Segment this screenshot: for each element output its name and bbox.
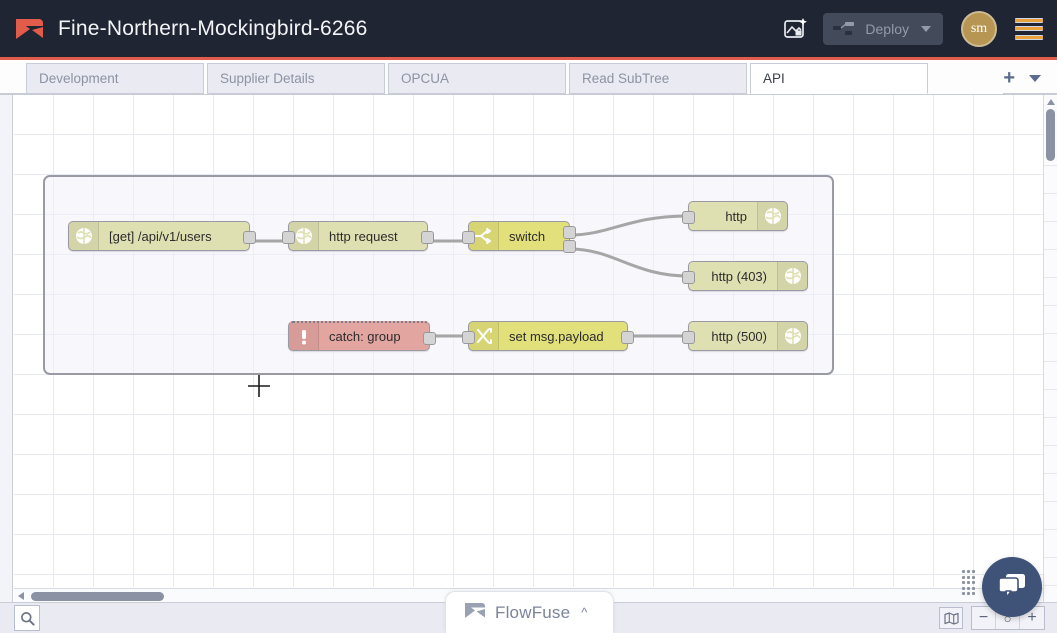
tab-read-subtree[interactable]: Read SubTree (569, 63, 747, 94)
node-input-port[interactable] (282, 231, 295, 244)
scrollbar-tick (1044, 277, 1057, 278)
node-output-port[interactable] (243, 231, 256, 244)
node-label: http request (329, 228, 398, 244)
canvas-view-controls: − ○ + (939, 606, 1057, 630)
node-output-port[interactable] (621, 331, 634, 344)
scrollbar-tick (1044, 221, 1057, 222)
scrollbar-tick (1044, 249, 1057, 250)
horizontal-scroll-thumb[interactable] (31, 592, 164, 601)
node-http-response-500[interactable]: http (500) (682, 321, 808, 351)
tab-label: Supplier Details (220, 71, 315, 86)
node-output-port[interactable] (423, 332, 436, 345)
scroll-left-arrow-icon[interactable] (18, 592, 24, 600)
header-actions: Deploy sm (775, 9, 1057, 49)
node-input-port[interactable] (682, 271, 695, 284)
tab-label: Read SubTree (582, 71, 670, 86)
tab-supplier-details[interactable]: Supplier Details (207, 63, 385, 94)
wire-switch-out1-to-http (569, 214, 689, 237)
scrollbar-tick (1044, 529, 1057, 530)
node-input-port[interactable] (462, 331, 475, 344)
node-input-port[interactable] (682, 331, 695, 344)
node-output-port-1[interactable] (563, 226, 576, 239)
scrollbar-tick (1044, 305, 1057, 306)
navigator-map-icon[interactable] (939, 607, 963, 629)
canvas-vertical-scrollbar[interactable] (1043, 95, 1057, 610)
node-http-response-ok[interactable]: http (682, 201, 788, 231)
tab-development[interactable]: Development (26, 63, 204, 94)
chevron-down-icon[interactable] (1029, 74, 1041, 82)
globe-icon (69, 222, 99, 250)
wire-switch-out2-to-http403 (569, 247, 689, 278)
flowfuse-panel-label: FlowFuse (495, 602, 571, 622)
flowfuse-logo-icon (464, 601, 486, 625)
avatar[interactable]: sm (961, 10, 997, 47)
scrollbar-tick (1044, 557, 1057, 558)
node-change[interactable]: set msg.payload (462, 321, 634, 351)
deploy-glyph-icon (833, 21, 855, 37)
scrollbar-tick (1044, 473, 1057, 474)
node-label: catch: group (329, 329, 401, 344)
tabbar-actions: + (1003, 63, 1057, 94)
scrollbar-tick (1044, 389, 1057, 390)
globe-icon (777, 262, 807, 290)
node-http-request[interactable]: http request (282, 221, 434, 251)
flow-tab-bar: Development Supplier Details OPCUA Read … (0, 63, 1057, 95)
chat-bubble-icon[interactable] (982, 557, 1042, 617)
node-label: set msg.payload (509, 328, 604, 344)
page-title: Fine-Northern-Mockingbird-6266 (58, 16, 368, 40)
chevron-down-icon[interactable] (921, 25, 931, 32)
flowfuse-panel-toggle[interactable]: FlowFuse ^ (445, 591, 614, 633)
node-input-port[interactable] (462, 231, 475, 244)
vertical-scroll-thumb[interactable] (1046, 109, 1055, 161)
left-rail (0, 95, 13, 610)
node-input-port[interactable] (682, 211, 695, 224)
scrollbar-tick (1044, 165, 1057, 166)
app-header: Fine-Northern-Mockingbird-6266 (0, 0, 1057, 60)
node-switch[interactable]: switch (462, 221, 576, 253)
image-sparkle-icon[interactable] (775, 9, 815, 49)
alert-icon (289, 323, 319, 350)
scrollbar-tick (1044, 417, 1057, 418)
scrollbar-tick (1044, 333, 1057, 334)
scroll-up-arrow-icon[interactable] (1047, 99, 1055, 105)
globe-icon (777, 322, 807, 350)
globe-icon (757, 202, 787, 230)
scrollbar-tick (1044, 501, 1057, 502)
dot-grid-handle-icon[interactable] (962, 570, 975, 596)
hamburger-menu-icon[interactable] (1015, 17, 1043, 40)
tab-opcua[interactable]: OPCUA (388, 63, 566, 94)
node-http-in[interactable]: [get] /api/v1/users (68, 221, 256, 251)
magnifier-icon[interactable] (14, 605, 40, 631)
tab-api[interactable]: API (750, 63, 928, 94)
tabbar-left-gap (0, 63, 26, 94)
plus-icon[interactable]: + (1003, 67, 1015, 89)
zoom-controls: − ○ + (971, 606, 1045, 630)
scrollbar-tick (1044, 193, 1057, 194)
tab-label: API (763, 71, 785, 86)
tab-label: OPCUA (401, 71, 450, 86)
node-label: http (725, 208, 747, 224)
node-label: switch (509, 228, 546, 244)
deploy-button[interactable]: Deploy (823, 12, 943, 45)
node-catch[interactable]: catch: group (288, 321, 436, 351)
node-label: [get] /api/v1/users (109, 228, 212, 244)
flow-canvas[interactable]: [get] /api/v1/users http request switch (14, 95, 1043, 587)
node-label: http (403) (711, 268, 767, 284)
node-output-port-2[interactable] (563, 240, 576, 253)
tab-label: Development (39, 71, 119, 86)
zoom-out-button[interactable]: − (972, 607, 996, 629)
flowfuse-logo-icon[interactable] (14, 16, 44, 42)
zoom-reset-button[interactable]: ○ (996, 607, 1020, 629)
scrollbar-tick (1044, 585, 1057, 586)
zoom-in-button[interactable]: + (1027, 609, 1037, 626)
scrollbar-tick (1044, 361, 1057, 362)
node-label: http (500) (711, 328, 767, 344)
node-http-response-403[interactable]: http (403) (682, 261, 808, 291)
node-output-port[interactable] (421, 231, 434, 244)
scrollbar-tick (1044, 445, 1057, 446)
chevron-up-icon[interactable]: ^ (581, 605, 588, 620)
deploy-button-label: Deploy (865, 20, 909, 37)
